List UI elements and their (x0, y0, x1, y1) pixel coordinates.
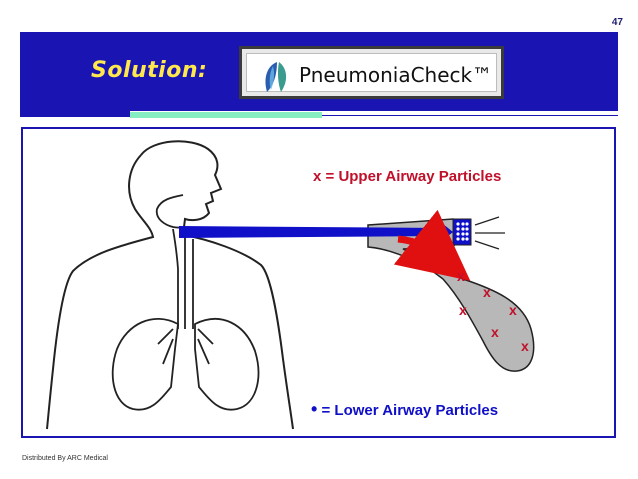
logo-text: PneumoniaCheck™ (299, 63, 493, 87)
particles: x x x x x x (457, 268, 529, 354)
accent-line (322, 115, 618, 116)
airway-diagram: x x x x x x x = Upper Airway Particles •… (46, 140, 535, 430)
logo-panel: PneumoniaCheck™ (246, 53, 497, 92)
lungs (111, 318, 260, 411)
human-silhouette (46, 140, 294, 430)
legend-upper: x = Upper Airway Particles (313, 168, 501, 185)
pneumoniacheck-logo: PneumoniaCheck™ (239, 46, 504, 99)
legend-lower-symbol: • (311, 399, 317, 419)
particle-mark: x (491, 324, 499, 340)
particle-mark: x (521, 338, 529, 354)
legend-upper-label: = Upper Airway Particles (321, 168, 501, 185)
particle-mark: x (459, 302, 467, 318)
particle-mark: x (457, 268, 465, 284)
particle-mark: x (509, 302, 517, 318)
airway-outline (155, 194, 194, 329)
svg-text:x = Upper Airway Particles: x = Upper Airway Particles (313, 168, 501, 185)
svg-text:• = Lower Airway Particles: • = Lower Airway Particles (311, 399, 498, 419)
particle-mark: x (483, 284, 491, 300)
diversion-arrow (393, 209, 471, 281)
legend-lower-label: = Lower Airway Particles (317, 402, 498, 419)
footer-distributor: Distributed By ARC Medical (22, 455, 108, 462)
legend-lower: • = Lower Airway Particles (311, 399, 498, 419)
accent-bar-dark (20, 111, 130, 117)
lung-logo-icon (265, 62, 287, 92)
diagram-frame: x x x x x x x = Upper Airway Particles •… (21, 127, 616, 438)
accent-bar-green (130, 112, 322, 118)
slide-number: 47 (611, 17, 623, 28)
breath-arrow (179, 224, 453, 240)
slide-title: Solution: (91, 58, 208, 83)
device-body (367, 216, 535, 372)
legend-upper-symbol: x (313, 168, 322, 185)
